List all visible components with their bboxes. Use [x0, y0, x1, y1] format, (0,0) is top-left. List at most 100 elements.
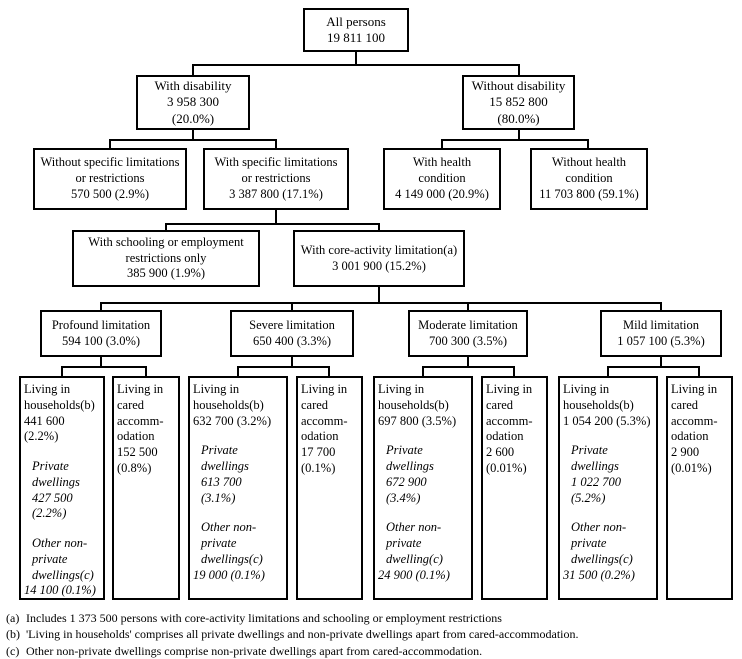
node-with-specific-limitations: With specific limitations or restriction…: [203, 148, 349, 210]
connector: [518, 130, 520, 139]
connector: [291, 302, 293, 310]
connector: [61, 366, 63, 376]
connector: [100, 302, 102, 310]
node-value: 11 703 800 (59.1%): [539, 186, 639, 201]
cared-label: Living in cared accomm-odation: [117, 382, 164, 444]
private-dwellings-label: Private dwellings: [201, 443, 249, 473]
households-label: Living in households(b): [193, 382, 264, 412]
connector: [441, 139, 443, 148]
other-dwellings-value: 14 100 (0.1%): [24, 583, 96, 598]
node-with-disability: With disability 3 958 300 (20.0%): [136, 75, 250, 130]
private-dwellings-value: 427 500: [32, 490, 73, 505]
node-profound-limitation: Profound limitation 594 100 (3.0%): [40, 310, 162, 357]
node-mild-limitation: Mild limitation 1 057 100 (5.3%): [600, 310, 722, 357]
cared-value: 17 700: [301, 445, 336, 459]
other-dwellings-value: 31 500 (0.2%): [563, 567, 635, 582]
connector: [355, 52, 357, 64]
node-value: 15 852 800: [489, 94, 548, 110]
node-value: 4 149 000 (20.9%): [395, 186, 489, 201]
footnote-marker: (b): [6, 627, 20, 642]
connector: [165, 223, 380, 225]
households-value: 697 800 (3.5%): [378, 413, 457, 428]
node-moderate-households: Living in households(b) 697 800 (3.5%) P…: [373, 376, 473, 600]
connector: [441, 139, 589, 141]
connector: [275, 210, 277, 223]
node-severe-households: Living in households(b) 632 700 (3.2%) P…: [188, 376, 288, 600]
connector: [145, 366, 147, 376]
private-dwellings-pct: (3.1%): [201, 490, 236, 505]
footnote-c: (c) Other non-private dwellings comprise…: [6, 644, 738, 658]
private-dwellings-value: 672 900: [386, 474, 427, 489]
node-profound-cared: Living in cared accomm-odation 152 500 (…: [112, 376, 180, 600]
footnotes: (a) Includes 1 373 500 persons with core…: [6, 611, 738, 659]
node-severe-limitation: Severe limitation 650 400 (3.3%): [230, 310, 354, 357]
cared-pct: (0.01%): [671, 460, 712, 475]
node-value: 385 900 (1.9%): [126, 266, 206, 281]
node-label: Profound limitation: [51, 317, 151, 332]
connector: [275, 139, 277, 148]
connector: [109, 139, 111, 148]
connector: [192, 64, 194, 75]
node-label: Without specific limitations or restrict…: [40, 155, 180, 186]
connector: [109, 139, 277, 141]
other-dwellings-value: 19 000 (0.1%): [193, 567, 265, 582]
node-schooling-employment-restrictions: With schooling or employment restriction…: [72, 230, 260, 287]
connector: [587, 139, 589, 148]
connector: [100, 357, 102, 366]
footnote-a: (a) Includes 1 373 500 persons with core…: [6, 611, 738, 625]
households-label: Living in households(b): [563, 382, 634, 412]
private-dwellings-label: Private dwellings: [386, 443, 434, 473]
node-label: All persons: [326, 13, 386, 29]
node-value: 3 001 900 (15.2%): [332, 258, 426, 273]
private-dwellings-pct: (5.2%): [571, 490, 606, 505]
cared-label: Living in cared accomm-odation: [301, 382, 348, 444]
cared-value: 152 500: [117, 445, 158, 459]
connector: [422, 366, 515, 368]
node-without-specific-limitations: Without specific limitations or restrict…: [33, 148, 187, 210]
private-dwellings-label: Private dwellings: [32, 459, 80, 489]
connector: [660, 357, 662, 366]
connector: [467, 357, 469, 366]
connector: [378, 287, 380, 302]
footnote-marker: (c): [6, 643, 20, 658]
cared-pct: (0.8%): [117, 460, 152, 475]
node-value: 19 811 100: [326, 30, 386, 45]
footnote-text: Other non-private dwellings comprise non…: [26, 643, 483, 658]
node-value: 3 387 800 (17.1%): [229, 186, 323, 201]
cared-value: 2 900: [671, 445, 700, 459]
footnote-text: 'Living in households' comprises all pri…: [26, 627, 579, 642]
connector: [518, 64, 520, 75]
node-label: Without health condition: [551, 155, 627, 186]
households-label: Living in households(b): [24, 382, 95, 412]
node-value: 594 100 (3.0%): [61, 333, 141, 348]
other-dwellings-label: Other non-private dwellings(c): [32, 536, 94, 582]
connector: [237, 366, 330, 368]
households-label: Living in households(b): [378, 382, 449, 412]
node-value: 1 057 100 (5.3%): [617, 333, 705, 348]
node-value: 700 300 (3.5%): [428, 333, 508, 348]
other-dwellings-label: Other non-private dwellings(c): [571, 520, 633, 566]
other-dwellings-value: 24 900 (0.1%): [378, 567, 450, 582]
node-core-activity-limitation: With core-activity limitation(a) 3 001 9…: [293, 230, 465, 287]
footnote-marker: (a): [6, 611, 20, 625]
connector: [513, 366, 515, 376]
connector: [192, 64, 520, 66]
households-value: 1 054 200 (5.3%): [563, 413, 651, 428]
private-dwellings-label: Private dwellings: [571, 443, 619, 473]
connector: [422, 366, 424, 376]
node-value: 3 958 300: [167, 94, 219, 110]
other-dwellings-label: Other non-private dwelling(c): [386, 520, 443, 566]
cared-label: Living in cared accomm-odation: [486, 382, 533, 444]
node-label: With health condition: [412, 155, 472, 186]
node-without-disability: Without disability 15 852 800 (80.0%): [462, 75, 575, 130]
private-dwellings-pct: (3.4%): [386, 490, 421, 505]
connector: [467, 302, 469, 310]
node-severe-cared: Living in cared accomm-odation 17 700 (0…: [296, 376, 363, 600]
node-all-persons: All persons 19 811 100: [303, 8, 409, 52]
private-dwellings-pct: (2.2%): [32, 506, 67, 521]
node-pct: (20.0%): [171, 110, 215, 126]
node-without-health-condition: Without health condition 11 703 800 (59.…: [530, 148, 648, 210]
node-label: Mild limitation: [622, 317, 700, 332]
node-value: 650 400 (3.3%): [252, 333, 332, 348]
